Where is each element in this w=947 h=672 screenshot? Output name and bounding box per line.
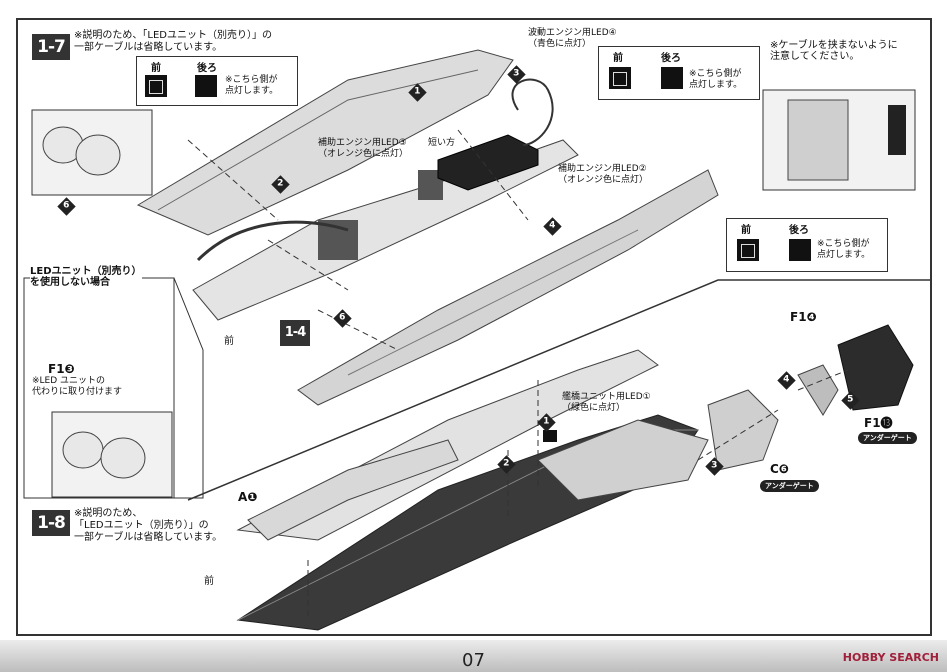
led-panel-2: 前 後ろ ※こちら側が 点灯します。	[726, 218, 888, 272]
front-label-1-8: 前	[204, 576, 214, 587]
panel-back-label: 後ろ	[661, 53, 681, 64]
led2-label: 補助エンジン用LED② （オレンジ色に点灯）	[558, 164, 649, 185]
lit-side-note: ※こちら側が 点灯します。	[225, 75, 279, 96]
watermark: HOBBY SEARCH	[842, 651, 939, 664]
step-1-8-badge: 1-8	[32, 510, 70, 536]
step-1-8-note: ※説明のため、 「LEDユニット（別売り）」の 一部ケーブルは省略しています。	[74, 508, 223, 543]
cable-note: ※ケーブルを挟まないように 注意してください。	[770, 40, 898, 62]
led-panel-4: 前 後ろ ※こちら側が 点灯します。	[598, 46, 760, 100]
step-1-7-note: ※説明のため、「LEDユニット（別売り）」の 一部ケーブルは省略しています。	[74, 30, 272, 53]
ref-step-1-4: 1-4	[280, 320, 310, 346]
lit-side-note: ※こちら側が 点灯します。	[689, 69, 743, 90]
panel-back-label: 後ろ	[197, 63, 217, 74]
led-back-icon	[661, 67, 683, 89]
led3-label: 補助エンジン用LED③ （オレンジ色に点灯）	[318, 138, 409, 159]
no-led-title: LEDユニット（別売り） を使用しない場合	[30, 266, 142, 288]
short-side-label: 短い方	[428, 138, 456, 148]
led-front-icon	[609, 67, 631, 89]
part-f1-4: F1❹	[790, 310, 817, 324]
f1-3-note: ※LED ユニットの 代わりに取り付けます	[32, 376, 123, 397]
page-number: 07	[462, 650, 485, 671]
led-front-icon	[737, 239, 759, 261]
led-back-icon	[789, 239, 811, 261]
led-back-icon	[195, 75, 217, 97]
step-1-7-badge: 1-7	[32, 34, 70, 60]
under-gate-tag: アンダーゲート	[760, 480, 819, 492]
led-panel-3: 前 後ろ ※こちら側が 点灯します。	[136, 56, 298, 106]
under-gate-tag: アンダーゲート	[858, 432, 917, 444]
led-front-icon	[145, 75, 167, 97]
front-label-1-7: 前	[224, 336, 234, 347]
panel-front-label: 前	[741, 225, 751, 236]
led1-label: 艦橋ユニット用LED① （緑色に点灯）	[562, 392, 651, 413]
page-footer	[0, 640, 947, 672]
part-f1-13: F1⓭	[864, 416, 893, 430]
part-a1: A❶	[238, 490, 258, 504]
part-f1-3: F1❸	[48, 362, 75, 376]
panel-front-label: 前	[613, 53, 623, 64]
lit-side-note: ※こちら側が 点灯します。	[817, 239, 871, 260]
instruction-page-frame: 1-7 ※説明のため、「LEDユニット（別売り）」の 一部ケーブルは省略していま…	[16, 18, 932, 636]
step-1-8-illustration	[236, 324, 914, 631]
part-c6: C❻	[770, 462, 789, 476]
panel-front-label: 前	[151, 63, 161, 74]
led4-label: 波動エンジン用LED④ （青色に点灯）	[528, 28, 617, 49]
panel-back-label: 後ろ	[789, 225, 809, 236]
step-1-7-illustration	[23, 49, 930, 501]
